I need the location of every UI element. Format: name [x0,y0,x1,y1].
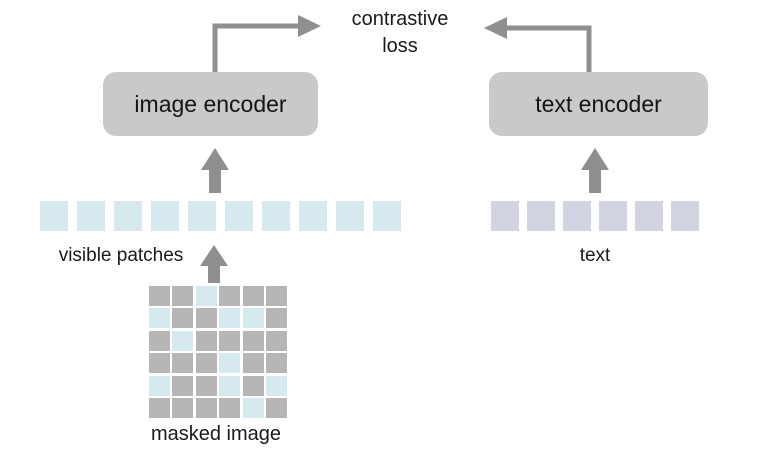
grid-masked-patch [172,375,194,396]
text-caption: text [579,245,611,266]
image-encoder-box: image encoder [103,72,318,136]
grid-visible-patch [242,398,264,419]
grid-masked-patch [195,353,217,374]
text-tokens-row [487,193,703,238]
text-encoder-box: text encoder [489,72,708,136]
arrow-image-encoder-to-loss [212,15,321,72]
image-encoder-label: image encoder [134,90,287,117]
visible-patch-token [298,200,327,231]
grid-visible-patch [172,330,194,351]
grid-masked-patch [148,353,170,374]
grid-masked-patch [172,353,194,374]
grid-masked-patch [195,375,217,396]
arrowhead-right-icon [298,15,321,37]
grid-masked-patch [242,375,264,396]
visible-patch-token [335,200,364,231]
arrow-text-tokens-to-text-encoder [581,148,609,193]
masked-image-grid [143,283,293,421]
grid-visible-patch [219,375,241,396]
text-token [563,200,591,231]
loss-label-line1: contrastive [351,8,449,30]
grid-masked-patch [195,398,217,419]
visible-patch-token [150,200,179,231]
grid-visible-patch [148,375,170,396]
visible-patches-row [35,193,405,238]
grid-masked-patch [219,398,241,419]
visible-patch-token [187,200,216,231]
grid-masked-patch [219,285,241,306]
grid-visible-patch [219,353,241,374]
visible-patch-token [372,200,401,231]
grid-masked-patch [195,330,217,351]
grid-masked-patch [266,353,288,374]
visible-patch-token [39,200,68,231]
masked-image-caption: masked image [150,423,282,445]
loss-label-line2: loss [382,35,418,57]
grid-masked-patch [242,330,264,351]
grid-visible-patch [148,308,170,329]
grid-visible-patch [242,308,264,329]
grid-visible-patch [195,285,217,306]
arrowhead-up-icon [201,148,229,170]
arrow-patches-to-image-encoder [201,148,229,193]
visible-patch-token [261,200,290,231]
visible-patch-token [224,200,253,231]
grid-masked-patch [172,308,194,329]
arrowhead-left-icon [484,17,507,39]
text-encoder-label: text encoder [535,90,662,117]
grid-masked-patch [172,285,194,306]
grid-masked-patch [148,330,170,351]
grid-masked-patch [195,308,217,329]
visible-patches-caption: visible patches [58,245,184,266]
grid-masked-patch [266,308,288,329]
grid-masked-patch [266,330,288,351]
grid-masked-patch [219,330,241,351]
grid-masked-patch [242,353,264,374]
arrowhead-up-icon [581,148,609,170]
contrastive-loss-label: contrastive loss [330,6,470,60]
visible-patch-token [113,200,142,231]
text-token [671,200,699,231]
arrow-text-encoder-to-loss [484,17,592,72]
grid-masked-patch [266,285,288,306]
text-token [527,200,555,231]
visible-patch-token [76,200,105,231]
text-token [599,200,627,231]
text-token [635,200,663,231]
grid-masked-patch [242,285,264,306]
grid-masked-patch [266,398,288,419]
grid-masked-patch [148,285,170,306]
grid-masked-patch [148,398,170,419]
grid-visible-patch [219,308,241,329]
text-token [491,200,519,231]
grid-masked-patch [172,398,194,419]
grid-visible-patch [266,375,288,396]
